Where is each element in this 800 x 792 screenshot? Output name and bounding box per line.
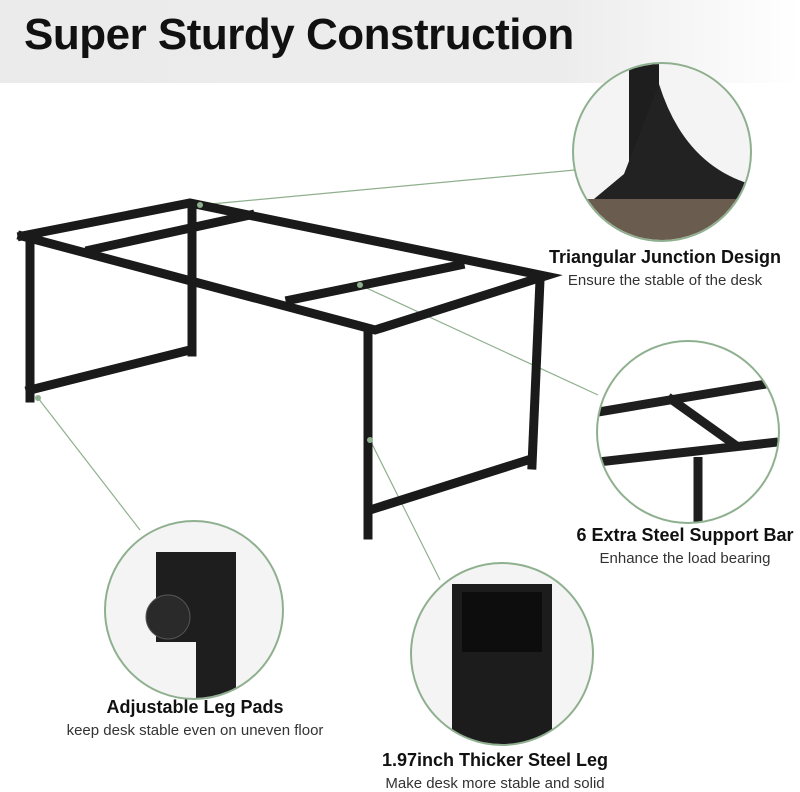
feature-leg-pads: Adjustable Leg Pads keep desk stable eve… — [20, 697, 370, 739]
steel-leg-detail-image — [410, 562, 594, 746]
leg-pad-detail-drawing — [145, 552, 236, 698]
support-bar-detail-drawing — [598, 377, 778, 522]
steel-leg-detail-drawing — [452, 584, 552, 744]
feature-sub: Enhance the load bearing — [599, 550, 771, 567]
junction-detail-drawing — [574, 64, 750, 240]
page-title: Super Sturdy Construction — [24, 10, 574, 59]
junction-detail-image — [572, 62, 752, 242]
callout-lines — [37, 169, 599, 581]
leg-pad-detail-image — [104, 520, 284, 700]
support-bar-detail-image — [596, 340, 780, 524]
desk-frame — [16, 198, 563, 540]
feature-sub: Make desk more stable and solid — [385, 775, 605, 792]
feature-junction: Triangular Junction Design Ensure the st… — [525, 247, 800, 289]
feature-heading: Triangular Junction Design — [548, 247, 782, 267]
feature-heading: Adjustable Leg Pads — [106, 697, 284, 717]
feature-heading: 1.97inch Thicker Steel Leg — [381, 750, 609, 770]
callout-dots — [35, 202, 373, 443]
feature-sub: Ensure the stable of the desk — [567, 272, 763, 289]
feature-support-bar: 6 Extra Steel Support Bar Enhance the lo… — [560, 525, 800, 567]
feature-sub: keep desk stable even on uneven floor — [66, 722, 324, 739]
feature-steel-leg: 1.97inch Thicker Steel Leg Make desk mor… — [345, 750, 645, 792]
feature-heading: 6 Extra Steel Support Bar — [576, 525, 794, 545]
